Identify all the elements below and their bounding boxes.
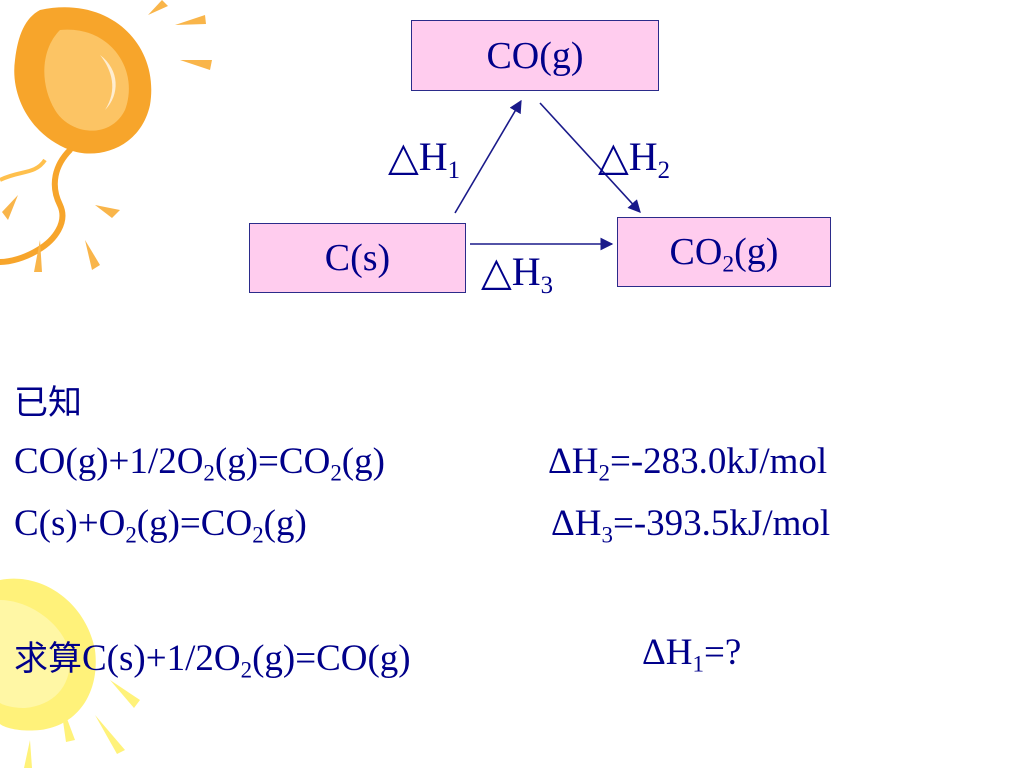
node-c-label: C(s) (324, 237, 391, 279)
edge-label-dh1-text: H (418, 134, 448, 179)
question-dh-sub: 1 (692, 651, 704, 677)
eq1-part3: (g) (341, 441, 385, 482)
node-co2-label: CO2(g) (669, 230, 779, 276)
known-heading: 已知 (14, 383, 82, 423)
question-dh-value: =? (703, 632, 742, 673)
edge-label-dh3: △H3 (481, 248, 553, 298)
node-co2-label-pre: CO (669, 231, 723, 273)
arrow-co-to-co2 (539, 102, 641, 213)
eq1-dh-value: =-283.0kJ/mol (609, 441, 828, 482)
eq2-dh-label: ΔH (551, 503, 602, 544)
node-co2: CO2(g) (617, 217, 831, 287)
edge-label-dh1: △H1 (388, 133, 460, 183)
question-prefix: 求算 (14, 639, 82, 679)
triangle-icon: △ (598, 134, 629, 179)
edge-label-dh2-text: H (628, 134, 658, 179)
equation-1: CO(g)+1/2O2(g)=CO2(g) (14, 440, 385, 486)
question-equation: 求算C(s)+1/2O2(g)=CO(g) (14, 631, 411, 683)
eq2-dh-sub: 3 (601, 522, 613, 548)
edge-label-dh2-sub: 2 (657, 156, 671, 184)
sun-yellow-icon (0, 578, 140, 768)
question-part2: (g)=CO(g) (252, 638, 411, 679)
node-co2-label-sub: 2 (722, 251, 735, 278)
eq1-dh-label: ΔH (548, 441, 599, 482)
triangle-icon: △ (388, 134, 419, 179)
eq1-sub2: 2 (330, 460, 342, 486)
edge-label-dh3-sub: 3 (540, 271, 554, 299)
eq1-part1: CO(g)+1/2O (14, 441, 204, 482)
node-co2-label-post: (g) (734, 231, 779, 273)
eq2-part3: (g) (263, 503, 307, 544)
eq2-sub1: 2 (125, 522, 137, 548)
edge-label-dh2: △H2 (598, 133, 670, 183)
eq2-part2: (g)=CO (136, 503, 253, 544)
eq2-sub2: 2 (252, 522, 264, 548)
arrow-c-to-co (454, 99, 522, 214)
question-part1: C(s)+1/2O (82, 638, 241, 679)
eq2-part1: C(s)+O (14, 503, 126, 544)
eq1-part2: (g)=CO (214, 441, 331, 482)
node-co-label: CO(g) (486, 34, 584, 77)
question-enthalpy: ΔH1=? (642, 631, 742, 677)
sun-balloon-icon (0, 0, 212, 272)
node-c: C(s) (249, 223, 466, 293)
equation-1-enthalpy: ΔH2=-283.0kJ/mol (548, 440, 828, 486)
eq2-dh-value: =-393.5kJ/mol (612, 503, 831, 544)
question-dh-label: ΔH (642, 632, 693, 673)
eq1-sub1: 2 (203, 460, 215, 486)
equation-2-enthalpy: ΔH3=-393.5kJ/mol (551, 502, 831, 548)
eq1-dh-sub: 2 (598, 460, 610, 486)
triangle-icon: △ (481, 249, 512, 294)
edge-label-dh1-sub: 1 (447, 156, 461, 184)
node-co: CO(g) (411, 20, 659, 91)
question-sub1: 2 (240, 657, 253, 683)
edge-label-dh3-text: H (511, 249, 541, 294)
equation-2: C(s)+O2(g)=CO2(g) (14, 502, 307, 548)
